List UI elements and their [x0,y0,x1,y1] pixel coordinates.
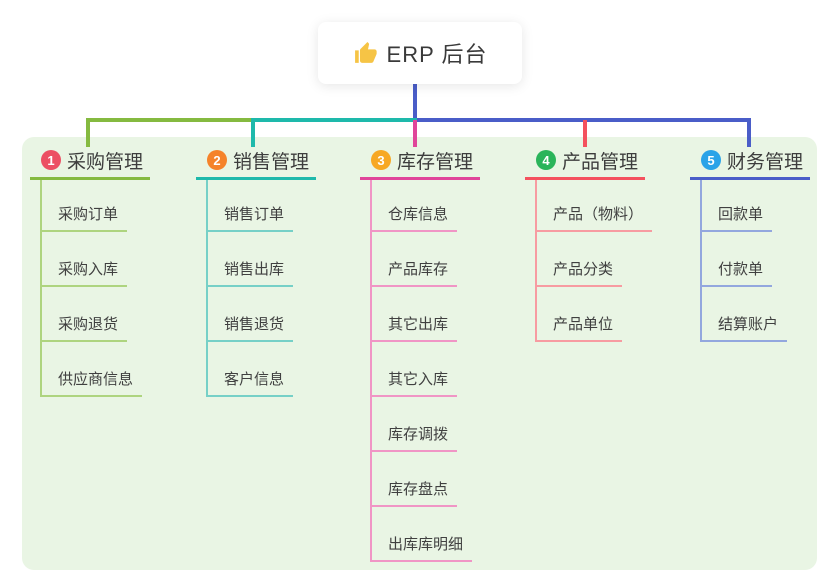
mindmap-canvas [22,137,817,570]
connector-drop-purchase [86,118,90,147]
connector-h-purchase [86,118,255,122]
connector-h-sales [255,118,417,122]
connector-drop-inventory [413,120,417,147]
connector-drop-sales [251,118,255,147]
connector-root-stem [413,84,417,120]
thumbs-up-icon [354,41,377,63]
connector-drop-finance [747,118,751,147]
root-node-label: ERP 后台 [386,42,488,67]
root-node[interactable]: ERP 后台 [318,22,522,84]
connector-drop-product [583,120,587,147]
